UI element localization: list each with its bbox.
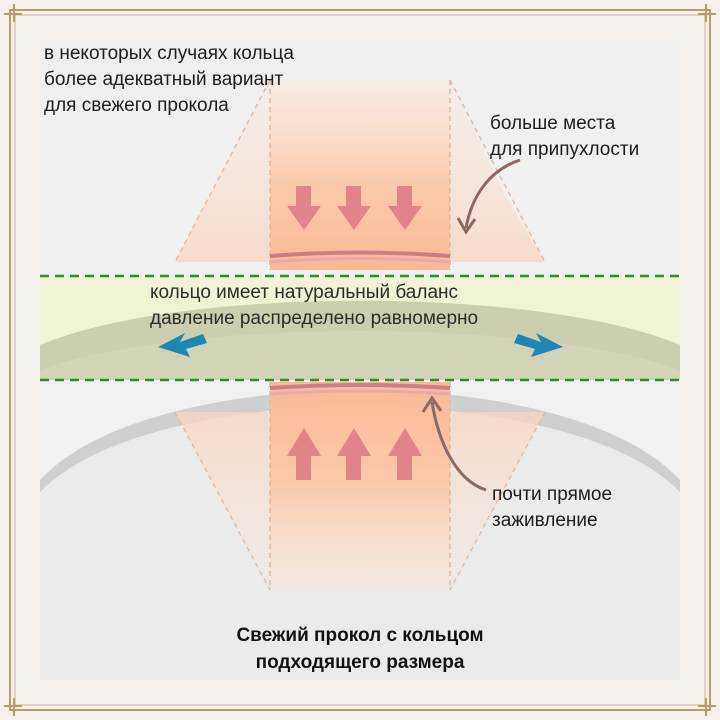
healing-line-2: заживление	[492, 510, 598, 531]
down-arrow-3	[388, 186, 422, 230]
intro-line-3: для свежего прокола	[44, 95, 229, 116]
frame-corner-ornaments	[4, 4, 716, 716]
left-spread-arrow	[158, 333, 207, 357]
frame-border	[9, 9, 711, 711]
frame-inner-border	[14, 14, 706, 706]
bottom-cone-dashes	[174, 411, 546, 591]
up-arrow-1	[287, 428, 321, 480]
upward-pressure-arrows	[287, 428, 422, 480]
downward-pressure-arrows	[287, 186, 422, 230]
healing-pointer-head	[421, 395, 443, 413]
up-arrow-2	[337, 428, 371, 480]
intro-note: в некоторых случаях кольца более адекват…	[44, 41, 294, 119]
healing-label: почти прямое заживление	[492, 482, 612, 534]
bottom-wound-wall-inner	[269, 389, 451, 396]
down-arrow-2	[337, 186, 371, 230]
ring-balance-label: кольцо имеет натуральный баланс давление…	[150, 280, 478, 332]
swelling-line-2: для припухлости	[490, 139, 640, 160]
swelling-line-1: больше места	[490, 113, 616, 134]
bottom-wound-wall	[269, 383, 451, 390]
top-wound-wall	[269, 250, 451, 258]
up-arrow-3	[388, 428, 422, 480]
diagram-caption: Свежий прокол с кольцом подходящего разм…	[0, 622, 720, 676]
balance-line-1: кольцо имеет натуральный баланс	[150, 282, 458, 303]
right-spread-arrow	[514, 333, 563, 357]
swelling-space-label: больше места для припухлости	[490, 111, 639, 163]
healing-line-1: почти прямое	[492, 484, 613, 505]
top-piercing-channel	[270, 80, 450, 270]
swelling-pointer-head	[456, 217, 477, 235]
bottom-piercing-channel	[270, 382, 450, 590]
balance-line-2: давление распределено равномерно	[150, 308, 479, 329]
top-wound-wall-inner	[269, 257, 451, 264]
healing-pointer-arrow	[430, 401, 487, 492]
intro-line-2: более адекватный вариант	[44, 69, 284, 90]
down-arrow-1	[287, 186, 321, 230]
caption-line-2: подходящего размера	[255, 652, 465, 673]
caption-line-1: Свежий прокол с кольцом	[236, 625, 484, 646]
intro-line-1: в некоторых случаях кольца	[44, 43, 294, 64]
swelling-pointer-arrow	[464, 158, 521, 229]
